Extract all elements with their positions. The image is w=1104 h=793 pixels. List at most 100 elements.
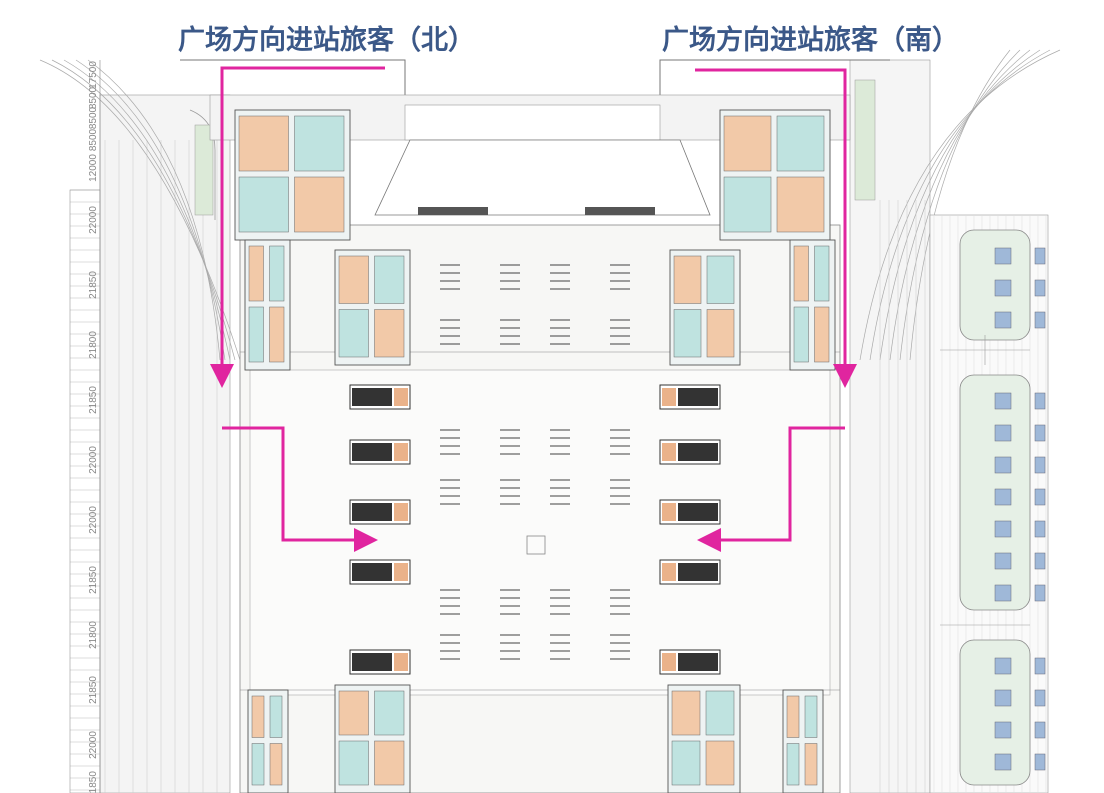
room [269,245,285,302]
parking-crossing [940,335,1030,626]
room [374,309,405,358]
curved-road [879,49,1041,361]
entry-escalator [418,207,488,215]
title-north-entry: 广场方向进站旅客（北） [178,25,475,56]
room [338,690,369,736]
room [338,255,369,304]
parking-island [959,639,1031,786]
room [814,245,830,302]
parking-bay [994,753,1012,771]
escalator [349,559,411,585]
dimension-label: 22000 [88,506,99,534]
escalator-landing [662,388,676,406]
escalator-landing [662,503,676,521]
parking-bay [1034,311,1046,329]
route-north-outer [210,66,385,388]
room [374,740,405,786]
parking-bay [1034,279,1046,297]
room [338,740,369,786]
room [814,306,830,363]
room [671,690,701,736]
room [706,309,735,358]
parking-bay [1034,247,1046,265]
dimension-labels: 1750085008500850012000220002185021800218… [88,60,101,793]
dimension-label: 21800 [88,621,99,649]
dimension-label: 21850 [88,676,99,704]
curved-road [75,59,226,361]
escalator-landing [394,503,408,521]
room [238,115,289,172]
parking-bay [994,552,1012,570]
room [248,245,264,302]
green-strip [854,79,876,201]
parking-bay [1034,584,1046,602]
room [723,115,772,172]
parking-bay [994,689,1012,707]
entry-escalator [585,207,655,215]
escalator [659,384,721,410]
parking-bay [994,279,1012,297]
curved-road [869,49,1051,361]
room [706,255,735,304]
entrance-gap [404,104,661,141]
dimension-label: 22000 [88,206,99,234]
escalator-steps [352,563,392,581]
parking-bay [994,311,1012,329]
curved-road [899,49,1021,361]
room [671,740,701,786]
room [269,743,283,786]
curved-road [87,59,221,361]
room [248,306,264,363]
parking-bay [994,488,1012,506]
dimension-label: 22000 [88,446,99,474]
escalator-landing [394,653,408,671]
escalator-landing [394,563,408,581]
parking-bay [1034,520,1046,538]
parking-bay [994,247,1012,265]
escalator [349,439,411,465]
escalator-steps [678,443,718,461]
route-south-inner [697,426,845,552]
escalator-steps [678,563,718,581]
room [723,176,772,233]
room [786,743,800,786]
parking-bay [994,721,1012,739]
parking-bay [994,392,1012,410]
escalator-landing [394,388,408,406]
parking-bay [994,520,1012,538]
central-column [526,535,546,555]
parking-bay [1034,392,1046,410]
escalator-steps [352,503,392,521]
parking-bay [1034,552,1046,570]
room [793,306,809,363]
curved-road [51,59,236,361]
curved-road [39,59,241,361]
curved-road [859,49,1061,361]
dimension-label: 22000 [88,731,99,759]
parking-bay [1034,721,1046,739]
room [294,115,345,172]
room [374,690,405,736]
room [673,309,702,358]
escalator-landing [662,563,676,581]
dimension-label: 12000 [88,154,99,182]
room [776,176,825,233]
escalator-landing [394,443,408,461]
dimension-label: 21850 [88,386,99,414]
parking-bay [994,456,1012,474]
route-north-inner [222,426,378,552]
escalator-landing [662,443,676,461]
room [793,245,809,302]
curved-road [889,49,1031,361]
room [776,115,825,172]
parking-bay [994,657,1012,675]
title-south-entry: 广场方向进站旅客（南） [662,25,959,56]
escalator [349,384,411,410]
escalator-steps [678,388,718,406]
escalator [349,649,411,675]
room [269,695,283,738]
parking-bay [1034,456,1046,474]
room [338,309,369,358]
room [673,255,702,304]
